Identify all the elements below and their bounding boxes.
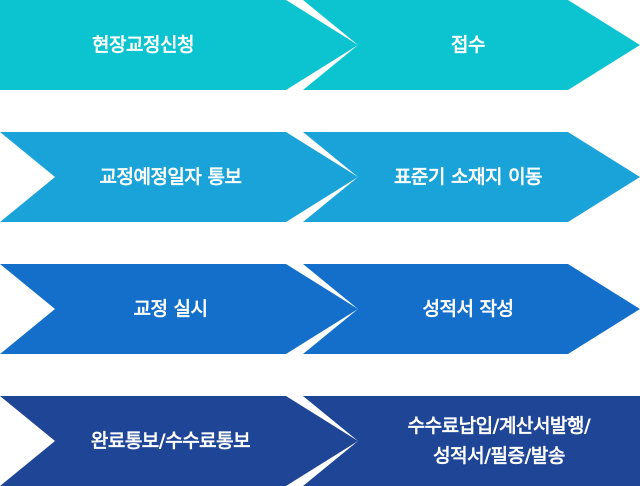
step-7-arrow-shape bbox=[0, 396, 358, 486]
step-3-arrow-shape bbox=[0, 132, 358, 222]
step-8-label: 수수료납입/계산서발행/ 성적서/필증/발송 bbox=[407, 415, 591, 467]
step-1-arrow-shape bbox=[0, 0, 358, 90]
step-7-arrow: 완료통보/수수료통보 bbox=[0, 396, 358, 486]
step-8-arrow-shape bbox=[303, 396, 640, 486]
step-6-arrow-shape bbox=[303, 264, 640, 354]
step-4-arrow-shape bbox=[303, 132, 640, 222]
step-6-label: 성적서 작성 bbox=[422, 298, 514, 320]
flow-row-2: 교정예정일자 통보 표준기 소재지 이동 bbox=[0, 132, 640, 222]
step-5-arrow: 교정 실시 bbox=[0, 264, 358, 354]
step-3-arrow: 교정예정일자 통보 bbox=[0, 132, 358, 222]
step-1-arrow: 현장교정신청 bbox=[0, 0, 358, 90]
step-4-arrow: 표준기 소재지 이동 bbox=[303, 132, 640, 222]
flow-row-1: 현장교정신청 접수 bbox=[0, 0, 640, 90]
step-7-label: 완료통보/수수료통보 bbox=[90, 430, 251, 452]
step-2-arrow-shape bbox=[303, 0, 640, 90]
step-6-arrow: 성적서 작성 bbox=[303, 264, 640, 354]
step-3-label: 교정예정일자 통보 bbox=[99, 166, 242, 188]
flow-row-4: 완료통보/수수료통보 수수료납입/계산서발행/ 성적서/필증/발송 bbox=[0, 396, 640, 486]
step-8-arrow: 수수료납입/계산서발행/ 성적서/필증/발송 bbox=[303, 396, 640, 486]
flow-row-3: 교정 실시 성적서 작성 bbox=[0, 264, 640, 354]
step-2-arrow: 접수 bbox=[303, 0, 640, 90]
step-5-arrow-shape bbox=[0, 264, 358, 354]
step-4-label: 표준기 소재지 이동 bbox=[393, 166, 543, 188]
step-1-label: 현장교정신청 bbox=[92, 34, 194, 56]
step-2-label: 접수 bbox=[451, 34, 485, 56]
step-5-label: 교정 실시 bbox=[133, 298, 208, 320]
